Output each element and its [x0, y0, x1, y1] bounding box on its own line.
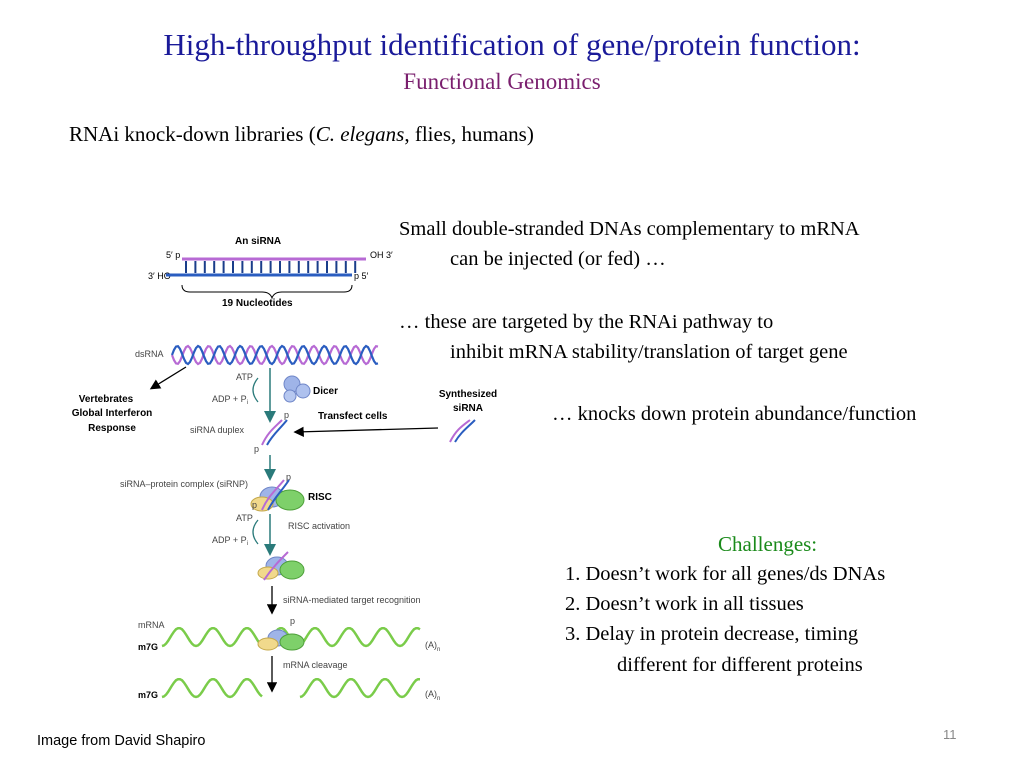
duplex-p-top: p [284, 410, 289, 420]
activated-risc-icon [257, 551, 305, 581]
rnai-suffix: , flies, humans) [404, 122, 534, 146]
paragraph-2-line-2: inhibit mRNA stability/translation of ta… [450, 341, 848, 363]
risc-label: RISC [308, 492, 332, 503]
dicer-label: Dicer [313, 386, 338, 397]
challenge-item-1: 1. Doesn’t work for all genes/ds DNAs [565, 563, 886, 585]
mrna-label: mRNA [138, 620, 165, 630]
vertebrates-label-line-3: Response [88, 423, 136, 434]
three-prime-ho-label: 3′ HO [148, 271, 171, 281]
transfect-label: Transfect cells [318, 411, 388, 422]
adp-label-1: ADP + Pi [212, 394, 248, 406]
dicer-atp-curve [252, 377, 259, 403]
m7g-label-2: m7G [138, 690, 158, 700]
oh-three-prime-label: OH 3′ [370, 250, 393, 260]
synthesized-label-line-2: siRNA [453, 403, 483, 414]
atp-label-1: ATP [236, 372, 253, 382]
risc-complex-icon [250, 479, 305, 512]
paragraph-2-line-1: … these are targeted by the RNAi pathway… [399, 311, 774, 333]
sirna-duplex-icon [261, 419, 288, 446]
target-recognition-label: siRNA-mediated target recognition [283, 595, 421, 605]
sirna-title: An siRNA [235, 236, 281, 247]
vertebrates-label-line-1: Vertebrates [79, 394, 134, 405]
cleaved-mrna-fragment-5prime [161, 677, 263, 699]
bound-risc-p-label: p [290, 616, 295, 626]
sirna-base-pairs [185, 261, 357, 273]
risc-atp-curve [252, 519, 259, 545]
interferon-arrow [149, 366, 187, 390]
sirna-duplex-label: siRNA duplex [190, 425, 245, 435]
poly-a-label-2: (A)n [425, 689, 440, 702]
slide-title: High-throughput identification of gene/p… [163, 27, 861, 62]
sirnp-label: siRNA–protein complex (siRNP) [120, 479, 248, 489]
nucleotides-label: 19 Nucleotides [222, 298, 293, 309]
duplex-p-bottom: p [254, 444, 259, 454]
dsrna-strand-blue [170, 344, 379, 366]
poly-a-label-1: (A)n [425, 640, 440, 653]
page-number: 11 [943, 727, 957, 742]
synthesized-label-line-1: Synthesized [439, 389, 497, 400]
rnai-species-italic: C. elegans [315, 122, 405, 146]
transfect-arrow [293, 426, 439, 437]
slide-subtitle: Functional Genomics [403, 69, 601, 94]
nucleotides-bracket [181, 284, 353, 300]
sirnp-p-bottom: p [252, 500, 257, 510]
risc-activation-label: RISC activation [288, 521, 350, 531]
mrna-cleavage-label: mRNA cleavage [283, 660, 348, 670]
challenges-title: Challenges: [718, 532, 818, 556]
adp-label-2: ADP + Pi [212, 535, 248, 547]
dsrna-label: dsRNA [135, 349, 164, 359]
m7g-label-1: m7G [138, 642, 158, 652]
rnai-libraries-line: RNAi knock-down libraries (C. elegans, f… [69, 121, 534, 147]
five-prime-p-label: 5′ p [166, 250, 180, 260]
paragraph-3: … knocks down protein abundance/function [552, 403, 917, 425]
paragraph-1-line-1: Small double-stranded DNAs complementary… [399, 218, 860, 240]
atp-label-2: ATP [236, 513, 253, 523]
dicer-enzyme-icon [283, 375, 311, 403]
dsrna-strand-purple [170, 344, 379, 366]
synthesized-sirna-icon [449, 419, 476, 443]
cleaved-mrna-fragment-3prime [299, 677, 420, 699]
challenge-item-2: 2. Doesn’t work in all tissues [565, 593, 804, 615]
bound-risc-icon [257, 629, 305, 651]
rnai-prefix: RNAi knock-down libraries ( [69, 122, 316, 146]
image-credit: Image from David Shapiro [37, 733, 206, 749]
sirnp-p-top: p [286, 472, 291, 482]
paragraph-1-line-2: can be injected (or fed) … [450, 248, 666, 270]
challenge-item-3-continuation: different for different proteins [617, 654, 863, 676]
p-five-prime-label: p 5′ [354, 271, 369, 281]
challenge-item-3: 3. Delay in protein decrease, timing [565, 623, 859, 645]
vertebrates-label-line-2: Global Interferon [72, 408, 153, 419]
